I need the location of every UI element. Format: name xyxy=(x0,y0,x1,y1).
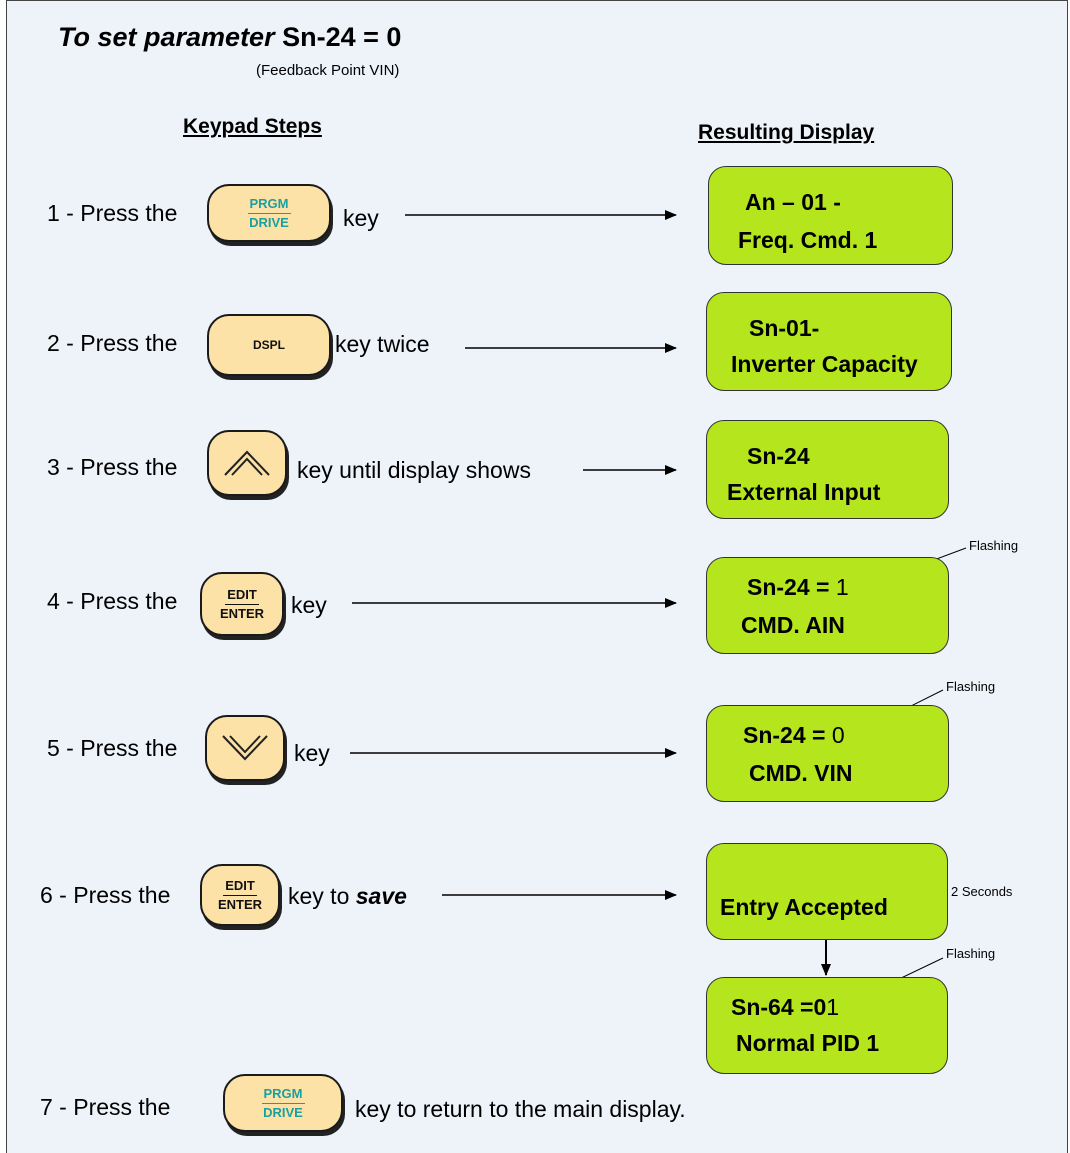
key-label-top: EDIT xyxy=(225,587,259,605)
down-arrow-icon xyxy=(222,735,268,761)
step-1-suffix: key xyxy=(343,205,379,231)
flashing-note-7: Flashing xyxy=(946,946,996,961)
up-arrow-icon xyxy=(224,450,270,476)
display-2-line-2: Inverter Capacity xyxy=(731,351,918,377)
flashing-note-4: Flashing xyxy=(969,538,1019,553)
step-4-label: 4 - Press the xyxy=(47,588,178,614)
page-title: To set parameter Sn-24 = 0 xyxy=(58,22,402,52)
display-4: Sn-24 = 1 CMD. AIN xyxy=(706,557,949,654)
edit-enter-key[interactable]: EDIT ENTER xyxy=(200,572,284,636)
step-7-suffix: key to return to the main display. xyxy=(355,1096,686,1122)
up-key[interactable] xyxy=(207,430,287,496)
display-7-line-2: Normal PID 1 xyxy=(736,1030,880,1056)
key-label: DSPL xyxy=(252,338,285,352)
key-label-bottom: DRIVE xyxy=(263,1104,303,1120)
display-2-line-1: Sn-01- xyxy=(749,315,820,341)
down-key[interactable] xyxy=(205,715,285,781)
display-3-line-2: External Input xyxy=(727,479,881,505)
display-2: Sn-01- Inverter Capacity xyxy=(706,292,952,391)
key-label-top: EDIT xyxy=(223,878,257,896)
dspl-key[interactable]: DSPL xyxy=(207,314,331,376)
display-5-line-1: Sn-24 = 0 xyxy=(743,722,845,748)
display-7-line-1: Sn-64 =01 xyxy=(731,994,840,1020)
step-5-suffix: key xyxy=(294,740,330,766)
display-3: Sn-24 External Input xyxy=(706,420,949,519)
step-6-suffix: key to save xyxy=(288,883,407,909)
page-subtitle: (Feedback Point VIN) xyxy=(256,62,400,79)
key-label-top: PRGM xyxy=(261,1086,305,1104)
step-7-label: 7 - Press the xyxy=(40,1094,171,1120)
step-3-suffix: key until display shows xyxy=(297,457,531,483)
display-1: An – 01 - Freq. Cmd. 1 xyxy=(708,166,953,265)
display-4-line-1: Sn-24 = 1 xyxy=(747,574,849,600)
display-1-line-2: Freq. Cmd. 1 xyxy=(738,227,878,253)
key-label-top: PRGM xyxy=(247,196,291,214)
display-5: Sn-24 = 0 CMD. VIN xyxy=(706,705,949,802)
display-7: Sn-64 =01 Normal PID 1 xyxy=(706,977,948,1074)
display-1-line-1: An – 01 - xyxy=(745,189,841,215)
step-5-label: 5 - Press the xyxy=(47,735,178,761)
step-2-label: 2 - Press the xyxy=(47,330,178,356)
heading-keypad-steps: Keypad Steps xyxy=(183,115,322,138)
prgm-drive-key-return[interactable]: PRGM DRIVE xyxy=(223,1074,343,1132)
display-6: Entry Accepted xyxy=(706,843,948,940)
display-5-line-2: CMD. VIN xyxy=(749,760,853,786)
key-label-bottom: ENTER xyxy=(217,896,263,912)
prgm-drive-key[interactable]: PRGM DRIVE xyxy=(207,184,331,242)
display-3-line-1: Sn-24 xyxy=(747,443,810,469)
step-3-label: 3 - Press the xyxy=(47,454,178,480)
heading-resulting-display: Resulting Display xyxy=(698,121,875,144)
key-label-bottom: DRIVE xyxy=(249,214,289,230)
step-2-suffix: key twice xyxy=(335,331,430,357)
edit-enter-key-save[interactable]: EDIT ENTER xyxy=(200,864,280,926)
display-6-line-2: Entry Accepted xyxy=(720,894,888,920)
key-label-bottom: ENTER xyxy=(219,605,265,621)
step-1-label: 1 - Press the xyxy=(47,200,178,226)
step-4-suffix: key xyxy=(291,592,327,618)
flashing-note-5: Flashing xyxy=(946,679,996,694)
step-6-label: 6 - Press the xyxy=(40,882,171,908)
duration-note: 2 Seconds xyxy=(951,884,1013,899)
display-4-line-2: CMD. AIN xyxy=(741,612,845,638)
